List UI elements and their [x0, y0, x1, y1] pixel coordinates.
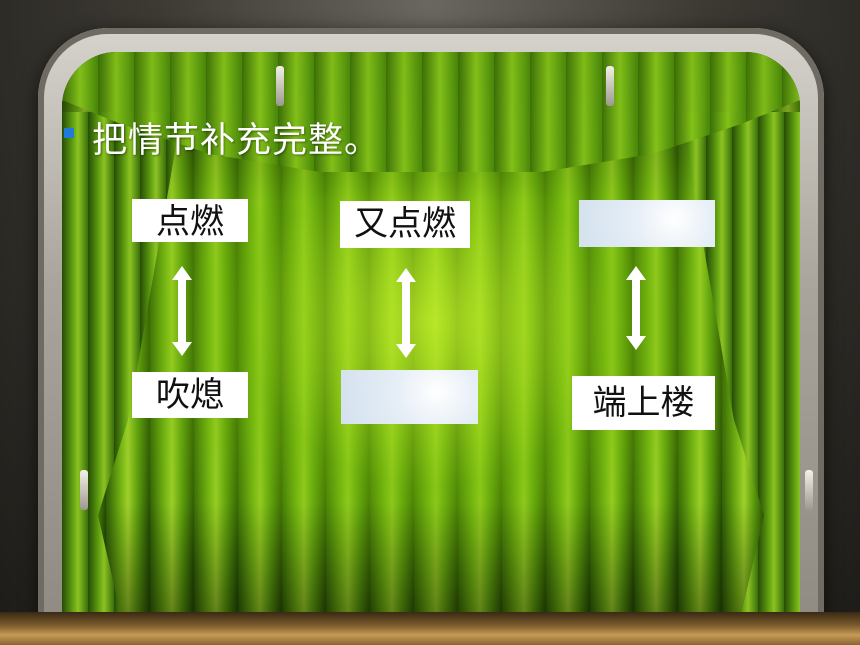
- tassel-icon: [805, 470, 813, 510]
- double-headed-arrow-icon: [396, 268, 416, 358]
- stage-opening: [62, 52, 800, 645]
- plot-box-1-top: 点燃: [132, 199, 248, 242]
- plot-box-3-bottom: 端上楼: [572, 376, 715, 430]
- tassel-icon: [276, 66, 284, 106]
- plot-box-2-bottom-blank[interactable]: [341, 370, 478, 424]
- tassel-icon: [80, 470, 88, 510]
- plot-box-1-bottom: 吹熄: [132, 372, 248, 418]
- plot-box-2-top: 又点燃: [340, 201, 470, 248]
- tassel-icon: [606, 66, 614, 106]
- square-bullet-icon: [64, 128, 74, 138]
- double-headed-arrow-icon: [172, 266, 192, 356]
- slide-title: 把情节补充完整。: [92, 121, 381, 161]
- stage-floor: [0, 612, 860, 645]
- plot-box-3-top-blank[interactable]: [579, 200, 715, 247]
- double-headed-arrow-icon: [626, 266, 646, 350]
